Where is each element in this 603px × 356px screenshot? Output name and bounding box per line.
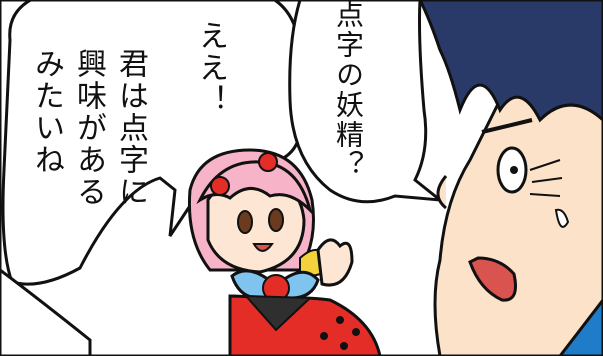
antenna-bead-right [258, 152, 278, 172]
boy-brow [481, 118, 533, 134]
boy-shirt [558, 297, 603, 356]
boy-mouth [468, 256, 517, 302]
boy-character [418, 0, 603, 356]
fairy-reply-line-1: ええ！ [193, 20, 228, 116]
boy-nose [436, 175, 448, 210]
fairy-reply-line-2: 君は点字に [113, 48, 148, 208]
fairy-dress [228, 294, 382, 356]
fairy-raised-hand [316, 238, 354, 287]
foreground-bubble-edge [0, 268, 92, 356]
fairy-collar [243, 294, 313, 332]
boy-question-text: 点字の妖精？ [332, 0, 365, 180]
sweat-drop [554, 208, 570, 228]
fairy-character [187, 148, 382, 356]
fairy-bangs [196, 160, 313, 215]
fairy-reply-line-3: 興味がある [71, 48, 106, 208]
fairy-reply-line-4: みたいね [29, 48, 64, 176]
antenna-bead-left [210, 176, 230, 196]
boy-hair [418, 0, 603, 123]
boy-speech-bubble [288, 0, 445, 204]
